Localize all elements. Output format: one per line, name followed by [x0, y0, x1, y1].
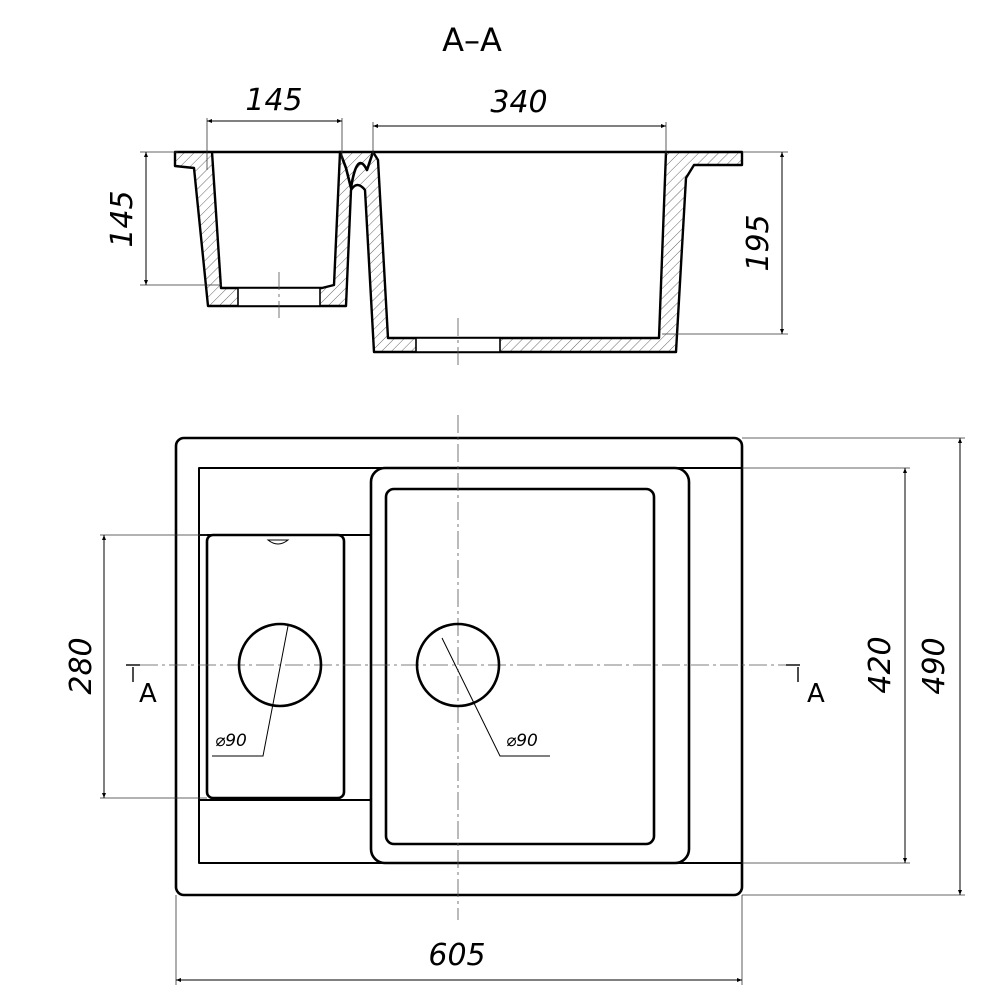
section-wall-profile	[173, 150, 744, 354]
section-mark-right-label: A	[807, 679, 825, 709]
dim-large-bowl-width: 340	[490, 85, 547, 120]
section-mark-left: A	[126, 664, 157, 709]
plan-small-bowl	[205, 533, 346, 800]
section-title: A–A	[442, 21, 502, 59]
dim-bowl-area-depth: 420	[863, 636, 898, 693]
label-small-drain: ⌀90	[215, 731, 247, 751]
leader-large-drain	[441, 637, 550, 757]
plan-overflow-slot	[266, 539, 290, 545]
dim-large-bowl-depth: 195	[741, 214, 776, 271]
plan-large-drain	[415, 622, 501, 708]
plan-small-drain	[237, 622, 323, 708]
plan-view: ⌀90 ⌀90 A A 280 420 490 605	[64, 415, 965, 985]
section-view: A–A 145 340 145 195	[105, 21, 788, 368]
plan-large-bowl-inner	[384, 487, 656, 846]
dim-small-bowl-width: 145	[245, 83, 302, 118]
dim-small-bowl-length: 280	[64, 637, 99, 694]
dim-overall-depth: 490	[917, 637, 952, 694]
label-large-drain: ⌀90	[506, 731, 538, 751]
leader-small-drain	[212, 625, 289, 757]
dim-overall-width: 605	[428, 938, 485, 973]
plan-outer-rim	[174, 436, 744, 897]
section-mark-right: A	[786, 664, 825, 709]
dim-small-bowl-depth: 145	[105, 190, 140, 247]
plan-large-bowl-outer	[369, 466, 691, 865]
section-mark-left-label: A	[139, 679, 157, 709]
